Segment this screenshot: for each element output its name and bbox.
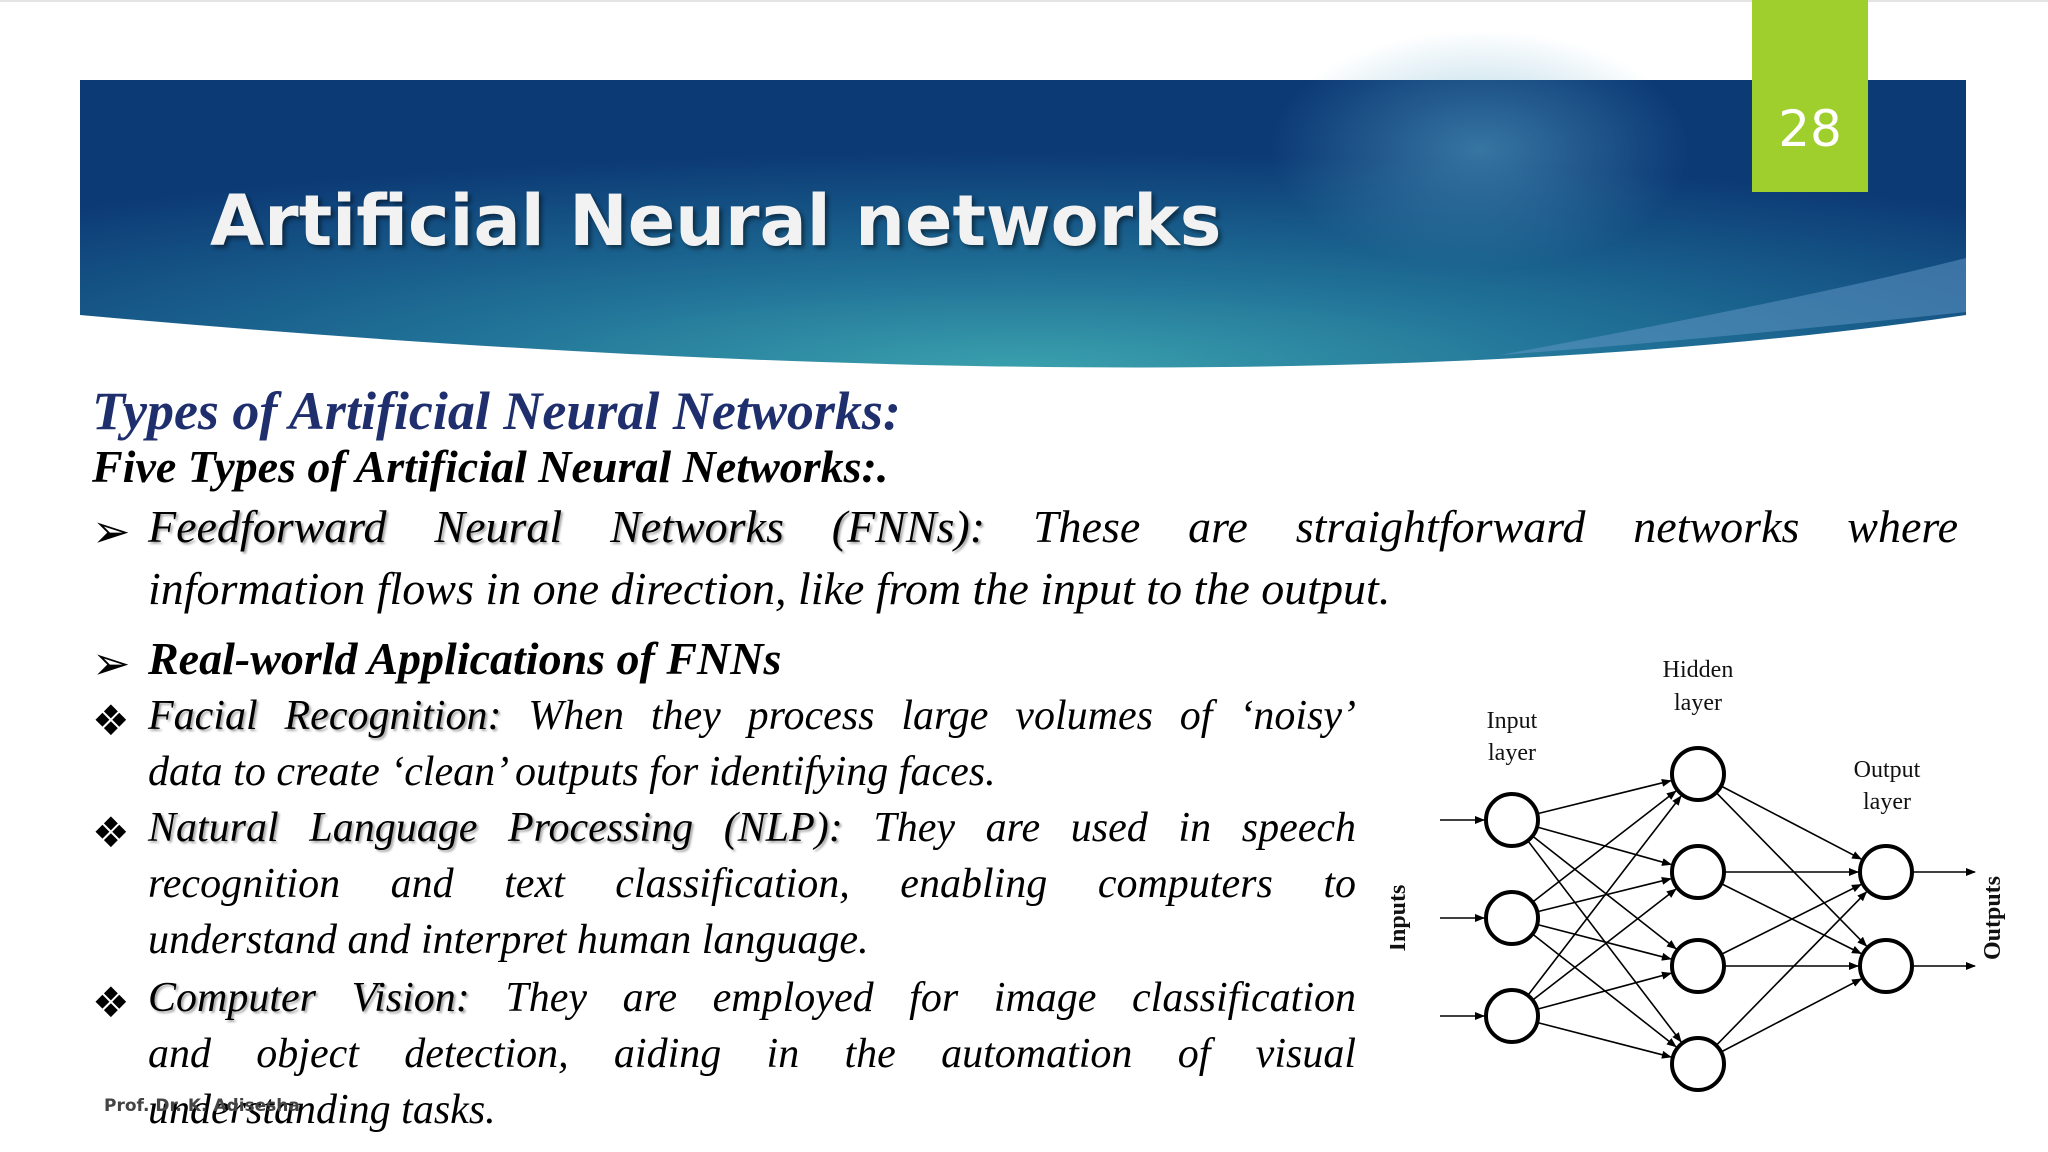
app-1-term: Facial Recognition: <box>148 693 502 739</box>
slide-number-badge: 28 <box>1752 0 1868 192</box>
app-2-desc: They are used in speech <box>873 805 1357 851</box>
output-layer-label-1: Output <box>1854 757 1921 783</box>
applications-heading: Real-world Applications of FNNs <box>148 633 782 684</box>
outputs-axis-label: Outputs <box>1980 876 2006 960</box>
diamond-bullet-icon: ❖ <box>92 978 130 1027</box>
input-node <box>1484 890 1540 946</box>
hidden-layer-label-1: Hidden <box>1663 657 1734 683</box>
hidden-node <box>1670 938 1726 994</box>
hidden-layer-label-2: layer <box>1674 690 1722 716</box>
app-1-line-2: data to create ‘clean’ outputs for ident… <box>148 749 996 795</box>
neural-network-diagram: Input layer Hidden layer Output layer In… <box>1390 657 2006 1092</box>
connection-arrow <box>1527 795 1682 996</box>
diamond-bullet-icon: ❖ <box>92 808 130 857</box>
output-layer-label-2: layer <box>1863 789 1911 815</box>
app-1-line-1: Facial Recognition: When they process la… <box>148 692 1356 740</box>
app-3-desc: They are employed for image classificati… <box>505 975 1356 1021</box>
fnn-line-1: Feedforward Neural Networks (FNNs): Thes… <box>148 500 1958 553</box>
diamond-bullet-icon: ❖ <box>92 696 130 745</box>
slide-title: Artificial Neural networks <box>210 180 1222 262</box>
connection-arrow <box>1715 792 1868 947</box>
app-3-line-2: and object detection, aiding in the auto… <box>148 1031 1356 1077</box>
connection-arrow <box>1536 1021 1672 1059</box>
connection-arrow <box>1531 835 1677 950</box>
input-layer-label-1: Input <box>1487 708 1538 734</box>
fnn-line-2: information flows in one direction, like… <box>148 563 1391 614</box>
input-layer-label-2: layer <box>1488 740 1536 766</box>
arrow-bullet-icon: ➢ <box>92 636 131 690</box>
connection-arrow <box>1720 978 1863 1053</box>
connection-arrow <box>1531 933 1677 1048</box>
app-2-term: Natural Language Processing (NLP): <box>148 805 843 851</box>
inputs-axis-label: Inputs <box>1390 885 1411 952</box>
app-3-term: Computer Vision: <box>148 975 470 1021</box>
output-node <box>1858 844 1914 900</box>
app-2-line-2: recognition and text classification, ena… <box>148 861 1356 907</box>
connection-arrow <box>1537 778 1672 815</box>
connection-arrow <box>1536 826 1672 866</box>
hidden-node <box>1670 844 1726 900</box>
section-subheading: Five Types of Artificial Neural Networks… <box>92 441 889 492</box>
app-3-line-3: understanding tasks. <box>148 1087 496 1133</box>
hidden-node <box>1670 1036 1726 1092</box>
app-2-line-1: Natural Language Processing (NLP): They … <box>148 804 1356 852</box>
fnn-term: Feedforward Neural Networks (FNNs): <box>148 501 986 552</box>
connection-arrow <box>1532 790 1677 903</box>
footer-author: Prof. Dr. K. Adisesha <box>104 1096 300 1116</box>
connection-arrow <box>1532 888 1677 1001</box>
top-rule <box>0 0 2048 2</box>
title-banner <box>80 30 1966 368</box>
hidden-node <box>1670 746 1726 802</box>
input-node <box>1484 792 1540 848</box>
section-subtitle: Types of Artificial Neural Networks: <box>92 381 901 441</box>
arrow-bullet-icon: ➢ <box>92 504 131 558</box>
app-3-line-1: Computer Vision: They are employed for i… <box>148 974 1356 1022</box>
connection-arrow <box>1715 891 1868 1046</box>
input-node <box>1484 988 1540 1044</box>
connection-arrow <box>1536 971 1672 1011</box>
fnn-desc-1: These are straightforward networks where <box>1032 501 1958 552</box>
slide-number: 28 <box>1778 100 1842 158</box>
connection-arrow <box>1536 923 1672 961</box>
app-2-line-3: understand and interpret human language. <box>148 917 869 963</box>
output-node <box>1858 938 1914 994</box>
connection-arrow <box>1720 883 1862 956</box>
app-1-desc: When they process large volumes of ‘nois… <box>528 693 1356 739</box>
connection-arrow <box>1720 785 1863 860</box>
